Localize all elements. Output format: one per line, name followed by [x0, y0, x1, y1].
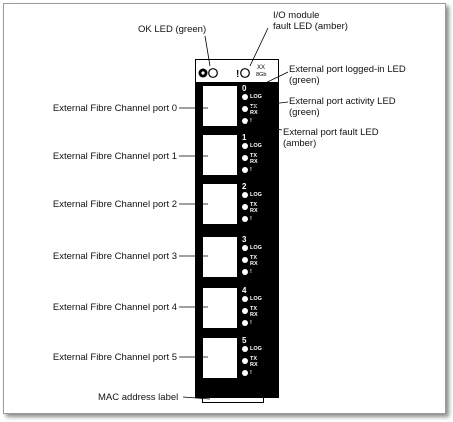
tx-text: TX	[250, 104, 258, 110]
fault-led-icon	[242, 118, 248, 124]
module-header-icons: ! XX	[198, 65, 265, 80]
module-header: ! XX 8Gb	[195, 59, 279, 83]
fault-led-icon	[242, 370, 248, 376]
logged-in-leader	[246, 71, 289, 93]
rx-text: RX	[250, 208, 258, 214]
mac-leader	[182, 396, 211, 400]
io-fault-led-label-line2: fault LED (amber)	[273, 21, 348, 32]
port-0-label: External Fibre Channel port 0	[52, 103, 177, 114]
port-2-label: External Fibre Channel port 2	[52, 199, 177, 210]
fault-led-icon	[242, 269, 248, 275]
fault-led-text: !	[250, 216, 252, 222]
log-led-icon	[242, 296, 248, 302]
port-1-label: External Fibre Channel port 1	[52, 151, 177, 162]
port-5-label: External Fibre Channel port 5	[52, 352, 177, 363]
port-number: 3	[242, 235, 247, 244]
activity-led-icon	[242, 155, 248, 161]
log-led-text: LOG	[250, 192, 262, 198]
io-fault-leader	[249, 27, 269, 67]
io-fault-led-icon	[239, 67, 250, 78]
fault-led-icon	[242, 320, 248, 326]
io-fault-exclaim-icon: !	[236, 69, 239, 80]
fibre-channel-port-3	[202, 236, 238, 278]
log-led-text: LOG	[250, 245, 262, 251]
module-type-icon: XX	[257, 65, 265, 71]
log-led-icon	[242, 192, 248, 198]
port-3-label: External Fibre Channel port 3	[52, 251, 177, 262]
fibre-channel-port-0	[202, 85, 238, 127]
tx-text: TX	[250, 306, 258, 312]
logged-in-led-label-line2: (green)	[289, 75, 320, 86]
fault-led-text: !	[250, 167, 252, 173]
activity-led-icon	[242, 358, 248, 364]
log-led-icon	[242, 143, 248, 149]
ok-led-leader	[204, 35, 211, 67]
fault-led-text: !	[250, 320, 252, 326]
activity-led-icon	[242, 204, 248, 210]
activity-led-icon	[242, 106, 248, 112]
activity-led-icon	[242, 308, 248, 314]
mac-address-label-text: MAC address label	[98, 392, 179, 403]
activity-led-label-line1: External port activity LED	[289, 96, 396, 107]
log-led-icon	[242, 346, 248, 352]
tx-text: TX	[250, 202, 258, 208]
activity-leader	[246, 101, 289, 108]
fibre-channel-port-5	[202, 337, 238, 379]
rx-text: RX	[250, 110, 258, 116]
rx-text: RX	[250, 312, 258, 318]
log-led-icon	[242, 94, 248, 100]
port-4-label: External Fibre Channel port 4	[52, 302, 177, 313]
fault-led-label-line1: External port fault LED	[283, 127, 379, 138]
log-led-text: LOG	[250, 143, 262, 149]
mac-address-label	[202, 397, 264, 403]
port-number: 2	[242, 182, 247, 191]
module-speed: 8Gb	[256, 72, 267, 78]
rx-text: RX	[250, 362, 258, 368]
fault-led-text: !	[250, 269, 252, 275]
ok-led-label: OK LED (green)	[138, 24, 207, 35]
tx-text: TX	[250, 153, 258, 159]
port-number: 5	[242, 336, 247, 345]
log-led-text: LOG	[250, 346, 262, 352]
fault-led-text: !	[250, 118, 252, 124]
rx-text: RX	[250, 159, 258, 165]
fault-led-text: !	[250, 370, 252, 376]
io-fault-led-label-line1: I/O module	[273, 10, 320, 21]
logged-in-led-label-line1: External port logged-in LED	[289, 64, 406, 75]
log-led-text: LOG	[250, 94, 262, 100]
rx-text: RX	[250, 261, 258, 267]
tx-text: TX	[250, 356, 258, 362]
fault-leader	[246, 121, 283, 131]
fault-led-label-line2: (amber)	[283, 138, 317, 149]
port-number: 0	[242, 84, 247, 93]
activity-led-label-line2: (green)	[289, 107, 320, 118]
activity-led-icon	[242, 257, 248, 263]
ok-led-ring-icon	[207, 67, 218, 78]
fibre-channel-port-1	[202, 134, 238, 176]
fault-led-icon	[242, 167, 248, 173]
tx-text: TX	[250, 255, 258, 261]
log-led-text: LOG	[250, 296, 262, 302]
port-number: 1	[242, 133, 247, 142]
port-number: 4	[242, 286, 247, 295]
log-led-icon	[242, 245, 248, 251]
fault-led-icon	[242, 216, 248, 222]
fibre-channel-port-4	[202, 287, 238, 329]
